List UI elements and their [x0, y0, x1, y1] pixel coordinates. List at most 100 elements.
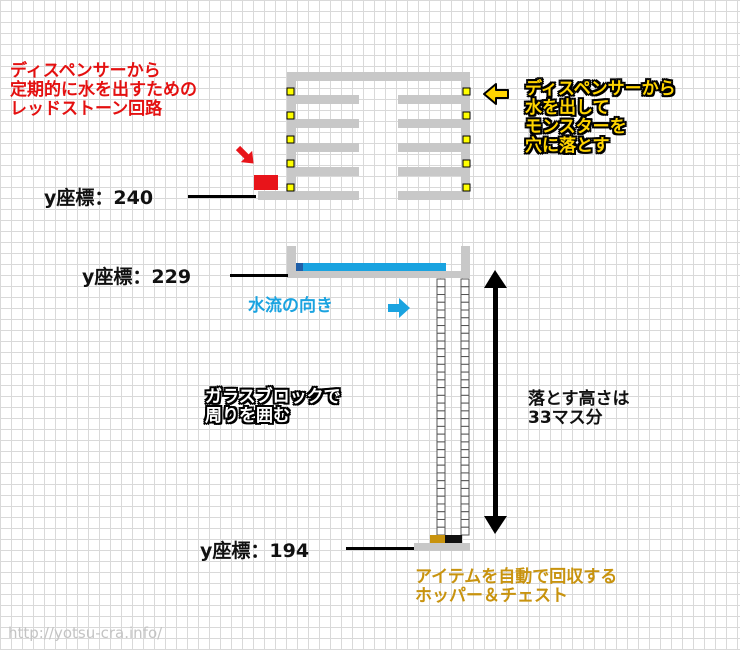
- glass-block: [460, 301, 470, 311]
- dispenser-note-line-2: 水を出して: [525, 98, 610, 119]
- glass-block: [436, 278, 446, 288]
- hopper-note-line-2: ホッパー＆チェスト: [415, 586, 568, 607]
- drop-height-line-2: 33マス分: [528, 408, 603, 429]
- glass-block: [460, 410, 470, 420]
- coord-label-229: y座標：229: [82, 266, 192, 288]
- glass-block: [436, 394, 446, 404]
- left-dispensers: [286, 87, 295, 192]
- coord-line-194: [346, 547, 414, 550]
- glass-block: [436, 456, 446, 466]
- glass-block: [436, 487, 446, 497]
- glass-block: [436, 325, 446, 334]
- glass-block: [436, 511, 446, 520]
- glass-block: [460, 472, 470, 482]
- glass-block: [436, 309, 446, 319]
- glass-block: [436, 286, 446, 296]
- redstone-circuit-note: ディスペンサーから 定期的に水を出すための レッドストーン回路: [10, 61, 197, 119]
- glass-block: [436, 449, 446, 458]
- glass-block: [460, 387, 470, 396]
- glass-block: [460, 487, 470, 497]
- double-arrow-vertical-icon: [484, 270, 507, 534]
- glass-block: [460, 294, 470, 303]
- glass-block: [460, 518, 470, 528]
- dispenser-water-note: ディスペンサーから 水を出して モンスターを 穴に落とす: [525, 79, 676, 157]
- glass-block: [460, 286, 470, 296]
- glass-block: [436, 441, 446, 451]
- glass-block: [460, 441, 470, 451]
- glass-block: [436, 526, 446, 536]
- glass-block: [460, 325, 470, 334]
- redstone-note-line-2: 定期的に水を出すための: [10, 80, 197, 101]
- glass-block: [436, 379, 446, 389]
- glass-block: [460, 456, 470, 466]
- glass-column-left: [436, 278, 446, 536]
- glass-block: [460, 371, 470, 381]
- bottom-floor: [414, 543, 470, 551]
- glass-block: [460, 495, 470, 505]
- coord-line-229: [230, 274, 288, 277]
- glass-note-line-1: ガラスブロックで: [205, 387, 341, 407]
- glass-block: [436, 518, 446, 528]
- glass-block: [460, 503, 470, 513]
- dispenser-note-line-3: モンスターを: [525, 117, 627, 138]
- redstone-note-line-1: ディスペンサーから: [10, 61, 161, 81]
- coord-label-194: y座標：194: [200, 540, 310, 562]
- glass-block: [436, 294, 446, 303]
- drop-height-note: 落とす高さは 33マス分: [528, 389, 630, 429]
- roof-slab: [287, 72, 470, 81]
- glass-block: [460, 356, 470, 365]
- glass-block: [436, 371, 446, 381]
- glass-block: [436, 410, 446, 420]
- glass-block: [460, 379, 470, 389]
- glass-column-right: [460, 278, 470, 536]
- right-floors: [398, 95, 470, 200]
- glass-block: [460, 278, 470, 288]
- left-floors: [258, 95, 359, 200]
- hopper-note-line-1: アイテムを自動で回収する: [415, 567, 618, 587]
- glass-block: [460, 449, 470, 458]
- water-stream: [296, 263, 446, 271]
- glass-block: [436, 503, 446, 513]
- glass-block: [436, 340, 446, 350]
- site-watermark: http://yotsu-cra.info/: [8, 624, 163, 642]
- glass-block: [436, 317, 446, 327]
- glass-block: [436, 348, 446, 358]
- coord-line-240: [188, 195, 256, 198]
- glass-block: [436, 356, 446, 365]
- arrow-down-right-icon: [235, 145, 254, 164]
- glass-block: [460, 317, 470, 327]
- left-wall-lower: [287, 246, 296, 278]
- glass-note: ガラスブロックで 周りを囲む: [205, 387, 341, 427]
- glass-block: [460, 418, 470, 427]
- arrow-right-icon: [388, 298, 410, 318]
- hopper-block: [430, 535, 445, 543]
- water-floor: [287, 271, 470, 278]
- dispenser-note-line-4: 穴に落とす: [525, 136, 610, 157]
- glass-block: [460, 309, 470, 319]
- chest-block: [445, 535, 462, 543]
- hopper-chest-note: アイテムを自動で回収する ホッパー＆チェスト: [415, 567, 618, 607]
- dispenser-note-line-1: ディスペンサーから: [525, 79, 676, 99]
- glass-block: [436, 433, 446, 443]
- water-source: [296, 263, 303, 271]
- right-dispensers: [462, 87, 471, 192]
- redstone-block: [254, 175, 278, 190]
- glass-block: [460, 526, 470, 536]
- glass-block: [460, 363, 470, 373]
- glass-block: [436, 464, 446, 474]
- glass-block: [460, 480, 470, 489]
- glass-note-line-2: 周りを囲む: [205, 406, 290, 427]
- drop-height-line-1: 落とす高さは: [528, 389, 630, 409]
- glass-block: [460, 511, 470, 520]
- arrow-left-icon: [483, 83, 509, 105]
- glass-block: [436, 363, 446, 373]
- glass-block: [436, 301, 446, 311]
- glass-block: [460, 433, 470, 443]
- glass-block: [460, 340, 470, 350]
- coord-label-240: y座標：240: [44, 187, 154, 209]
- glass-block: [460, 348, 470, 358]
- water-flow-label: 水流の向き: [248, 296, 333, 316]
- glass-block: [460, 402, 470, 412]
- glass-block: [436, 472, 446, 482]
